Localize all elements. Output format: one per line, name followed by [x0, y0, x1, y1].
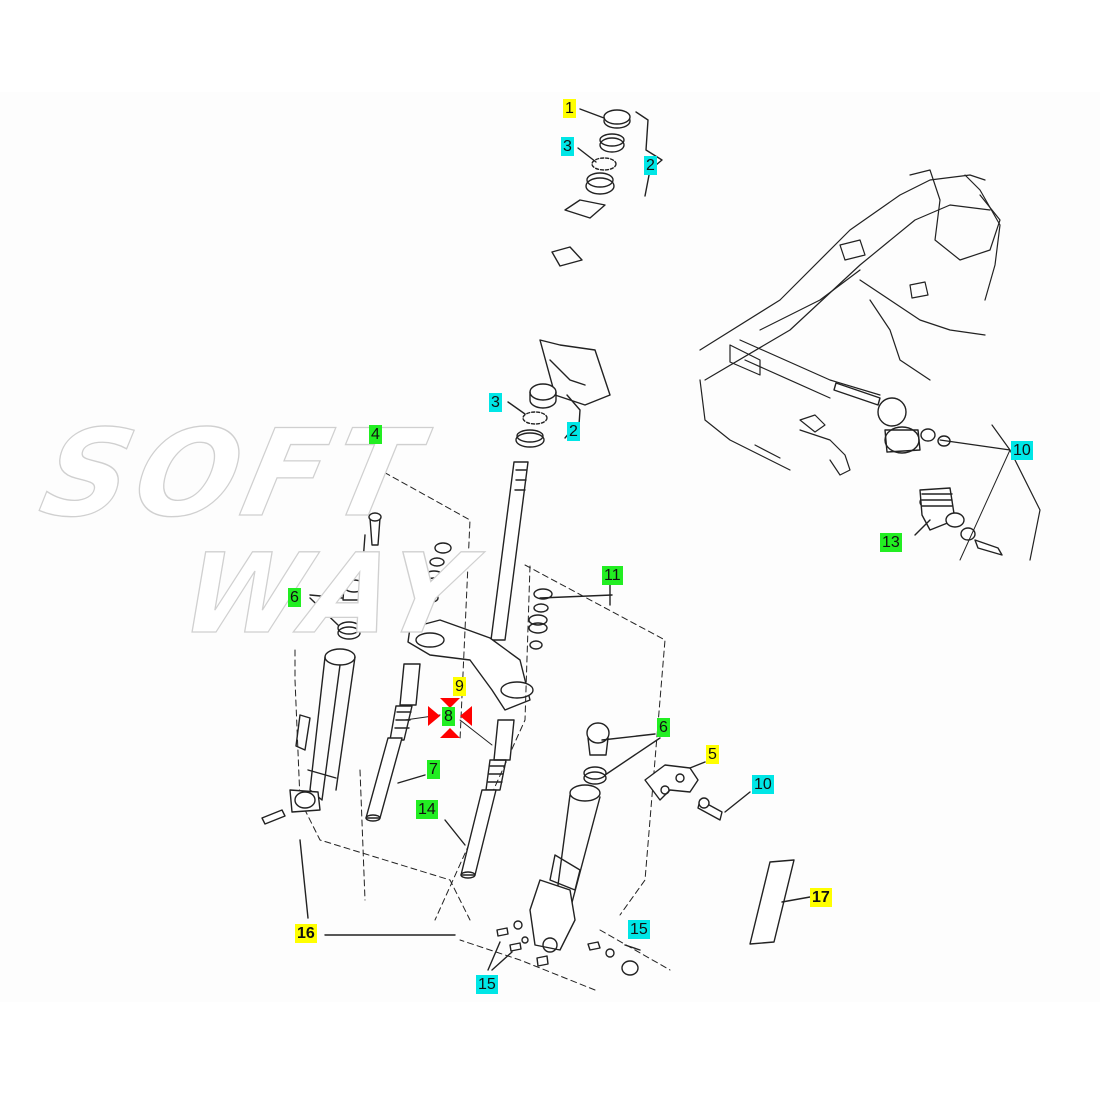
- highlight-marker-icon: [428, 698, 472, 738]
- callout-11: 11: [602, 566, 623, 585]
- callout-13: 13: [880, 533, 902, 552]
- rear-shock-mount: [833, 382, 1003, 556]
- steering-stem: [407, 461, 534, 711]
- small-screws: [496, 920, 639, 976]
- middle-bearing-set: [515, 339, 611, 448]
- callout-15-right: 15: [628, 920, 650, 939]
- scooter-frame: [699, 169, 1001, 476]
- callout-6-left: 6: [288, 588, 301, 607]
- callout-7: 7: [427, 760, 440, 779]
- callout-8: 8: [442, 707, 455, 726]
- callout-3-top: 3: [561, 137, 574, 156]
- right-fork-leg: [529, 722, 610, 953]
- callout-2-top: 2: [644, 156, 657, 175]
- callout-10-frame: 10: [1011, 441, 1033, 460]
- fork-tube-left: [365, 663, 421, 822]
- paper-background: [0, 92, 1100, 1002]
- right-fork-cap-parts: [528, 588, 553, 650]
- callout-16: 16: [295, 924, 317, 943]
- sticker-strip: [749, 859, 795, 945]
- fork-tube-right: [460, 719, 515, 879]
- brake-bracket: [644, 764, 723, 821]
- callout-2-middle: 2: [567, 422, 580, 441]
- callout-3-middle: 3: [489, 393, 502, 412]
- upper-bearing-set: [551, 109, 663, 267]
- left-fork-leg: [261, 648, 356, 825]
- callout-4: 4: [369, 425, 382, 444]
- callout-5: 5: [706, 745, 719, 764]
- callout-1: 1: [563, 99, 576, 118]
- left-fork-cap-parts: [337, 512, 452, 640]
- callout-10-bolt: 10: [752, 775, 774, 794]
- callout-14: 14: [416, 800, 438, 819]
- callout-9: 9: [453, 677, 466, 696]
- callout-17: 17: [810, 888, 832, 907]
- callout-15-left: 15: [476, 975, 498, 994]
- callout-6-right: 6: [657, 718, 670, 737]
